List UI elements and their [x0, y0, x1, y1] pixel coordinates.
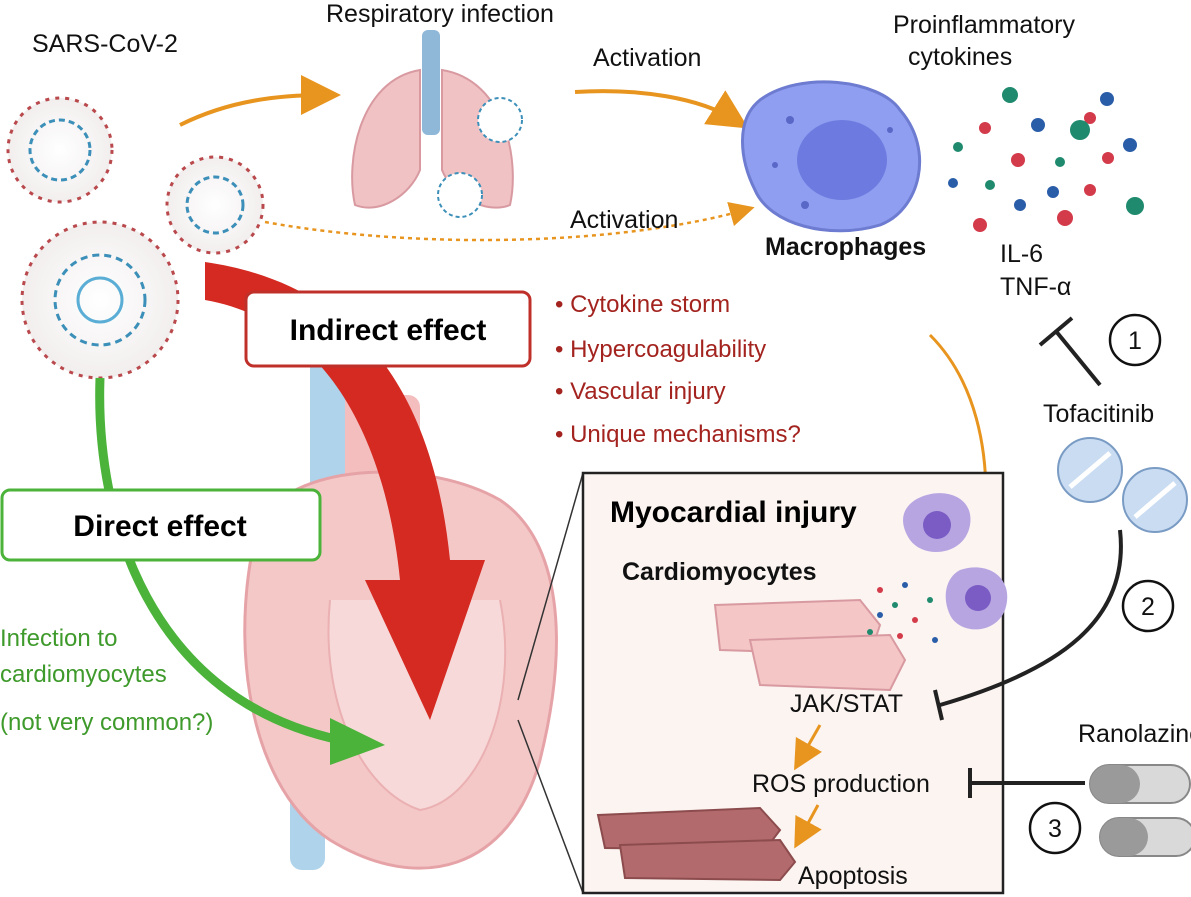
direct-note-line2: cardiomyocytes	[0, 661, 167, 688]
indirect-effect-arrow	[205, 262, 485, 720]
tnf-label: TNF-α	[1000, 273, 1071, 301]
ranolazine-capsule-icon	[1089, 764, 1191, 857]
myocardial-injury-title: Myocardial injury	[610, 496, 857, 529]
virus-icon	[6, 96, 265, 380]
jak-to-ros-arrow	[794, 724, 822, 771]
direct-note-line1: Infection to	[0, 625, 117, 652]
bullet-unique-mechanisms: • Unique mechanisms?	[555, 421, 801, 448]
apoptotic-cardiomyocytes-icon	[596, 806, 797, 882]
cardiomyocytes-label: Cardiomyocytes	[622, 558, 817, 586]
indirect-effect-bullets: • Cytokine storm • Hypercoagulability • …	[555, 291, 801, 448]
activated-macrophages-icon	[903, 493, 1008, 630]
step-2-badge: 2	[1121, 579, 1175, 633]
virus-label: SARS-CoV-2	[32, 30, 178, 58]
bullet-hypercoagulability: • Hypercoagulability	[555, 336, 766, 363]
ros-production-label: ROS production	[752, 770, 930, 798]
cytokines-title-line1: Proinflammatory	[893, 11, 1075, 39]
activation-bottom-label: Activation	[570, 206, 678, 234]
small-cytokine-dots-icon	[867, 582, 938, 643]
direct-effect-arrowhead	[330, 718, 385, 765]
direct-effect-box	[0, 488, 322, 562]
direct-note-line3: (not very common?)	[0, 709, 213, 736]
step-1-badge: 1	[1108, 313, 1162, 367]
activation-top-label: Activation	[593, 44, 701, 72]
virus-to-macrophage-dotted-arrow	[264, 202, 755, 242]
macrophage-icon	[741, 80, 922, 233]
inhibit-cytokines-icon	[1038, 316, 1102, 387]
tofacitinib-label: Tofacitinib	[1043, 400, 1154, 428]
indirect-effect-label: Indirect effect	[290, 314, 487, 347]
indirect-effect-box	[244, 290, 532, 368]
inhibit-ros-icon	[968, 768, 1085, 798]
lung-label: Respiratory infection	[326, 0, 554, 28]
step-3-badge: 3	[1028, 801, 1082, 855]
direct-effect-label: Direct effect	[73, 510, 246, 543]
virus-to-lung-arrow	[179, 75, 341, 127]
lungs-icon	[351, 30, 523, 218]
cardiomyocytes-icon	[713, 598, 907, 692]
ranolazine-label: Ranolazine	[1078, 720, 1191, 748]
apoptosis-label: Apoptosis	[798, 862, 908, 890]
ros-to-apoptosis-arrow	[794, 804, 822, 849]
inhibit-jak-stat-icon	[933, 529, 1123, 721]
tofacitinib-pill-icon	[1057, 437, 1188, 533]
svg-text:1: 1	[1128, 327, 1142, 355]
cytokines-title-line2: cytokines	[908, 43, 1012, 71]
bullet-vascular-injury: • Vascular injury	[555, 378, 726, 405]
cytokine-dots-icon	[948, 87, 1144, 232]
bullet-cytokine-storm: • Cytokine storm	[555, 291, 730, 318]
lung-to-macrophage-arrow	[574, 89, 749, 129]
svg-text:3: 3	[1048, 815, 1062, 843]
jak-stat-label: JAK/STAT	[790, 690, 903, 718]
svg-text:2: 2	[1141, 593, 1155, 621]
direct-effect-arrow	[95, 377, 341, 745]
il6-label: IL-6	[1000, 240, 1043, 268]
macrophages-label: Macrophages	[765, 233, 926, 261]
